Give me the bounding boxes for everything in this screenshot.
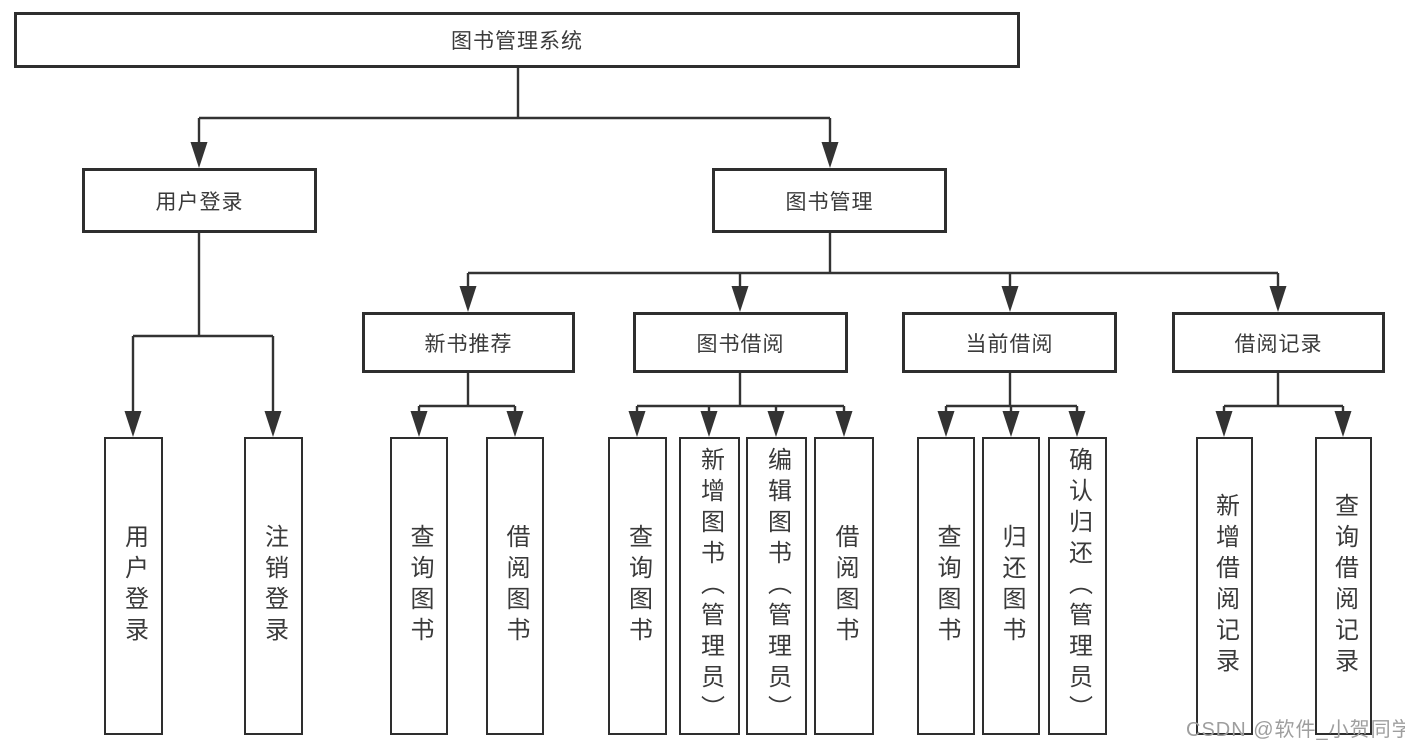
node-book-management: 图书管理 <box>712 168 947 233</box>
leaf-query-borrow-record: 查询借阅记录 <box>1315 437 1372 735</box>
leaf-query-books-borrow: 查询图书 <box>608 437 667 735</box>
node-user-login: 用户登录 <box>82 168 317 233</box>
leaf-logout: 注销登录 <box>244 437 303 735</box>
leaf-return-books: 归还图书 <box>982 437 1040 735</box>
node-book-borrowing: 图书借阅 <box>633 312 848 373</box>
leaf-query-books-recommend: 查询图书 <box>390 437 448 735</box>
node-new-book-recommend: 新书推荐 <box>362 312 575 373</box>
leaf-borrow-books-recommend: 借阅图书 <box>486 437 544 735</box>
leaf-query-books-current: 查询图书 <box>917 437 975 735</box>
leaf-add-borrow-record: 新增借阅记录 <box>1196 437 1253 735</box>
node-current-borrowing: 当前借阅 <box>902 312 1117 373</box>
leaf-edit-books-admin: 编辑图书（管理员） <box>746 437 807 735</box>
leaf-user-login: 用户登录 <box>104 437 163 735</box>
leaf-confirm-return-admin: 确认归还（管理员） <box>1048 437 1107 735</box>
node-root-library-system: 图书管理系统 <box>14 12 1020 68</box>
leaf-borrow-books: 借阅图书 <box>814 437 874 735</box>
leaf-add-books-admin: 新增图书（管理员） <box>679 437 740 735</box>
node-borrowing-records: 借阅记录 <box>1172 312 1385 373</box>
csdn-watermark: CSDN @软件_小贺同学 <box>1186 719 1405 741</box>
